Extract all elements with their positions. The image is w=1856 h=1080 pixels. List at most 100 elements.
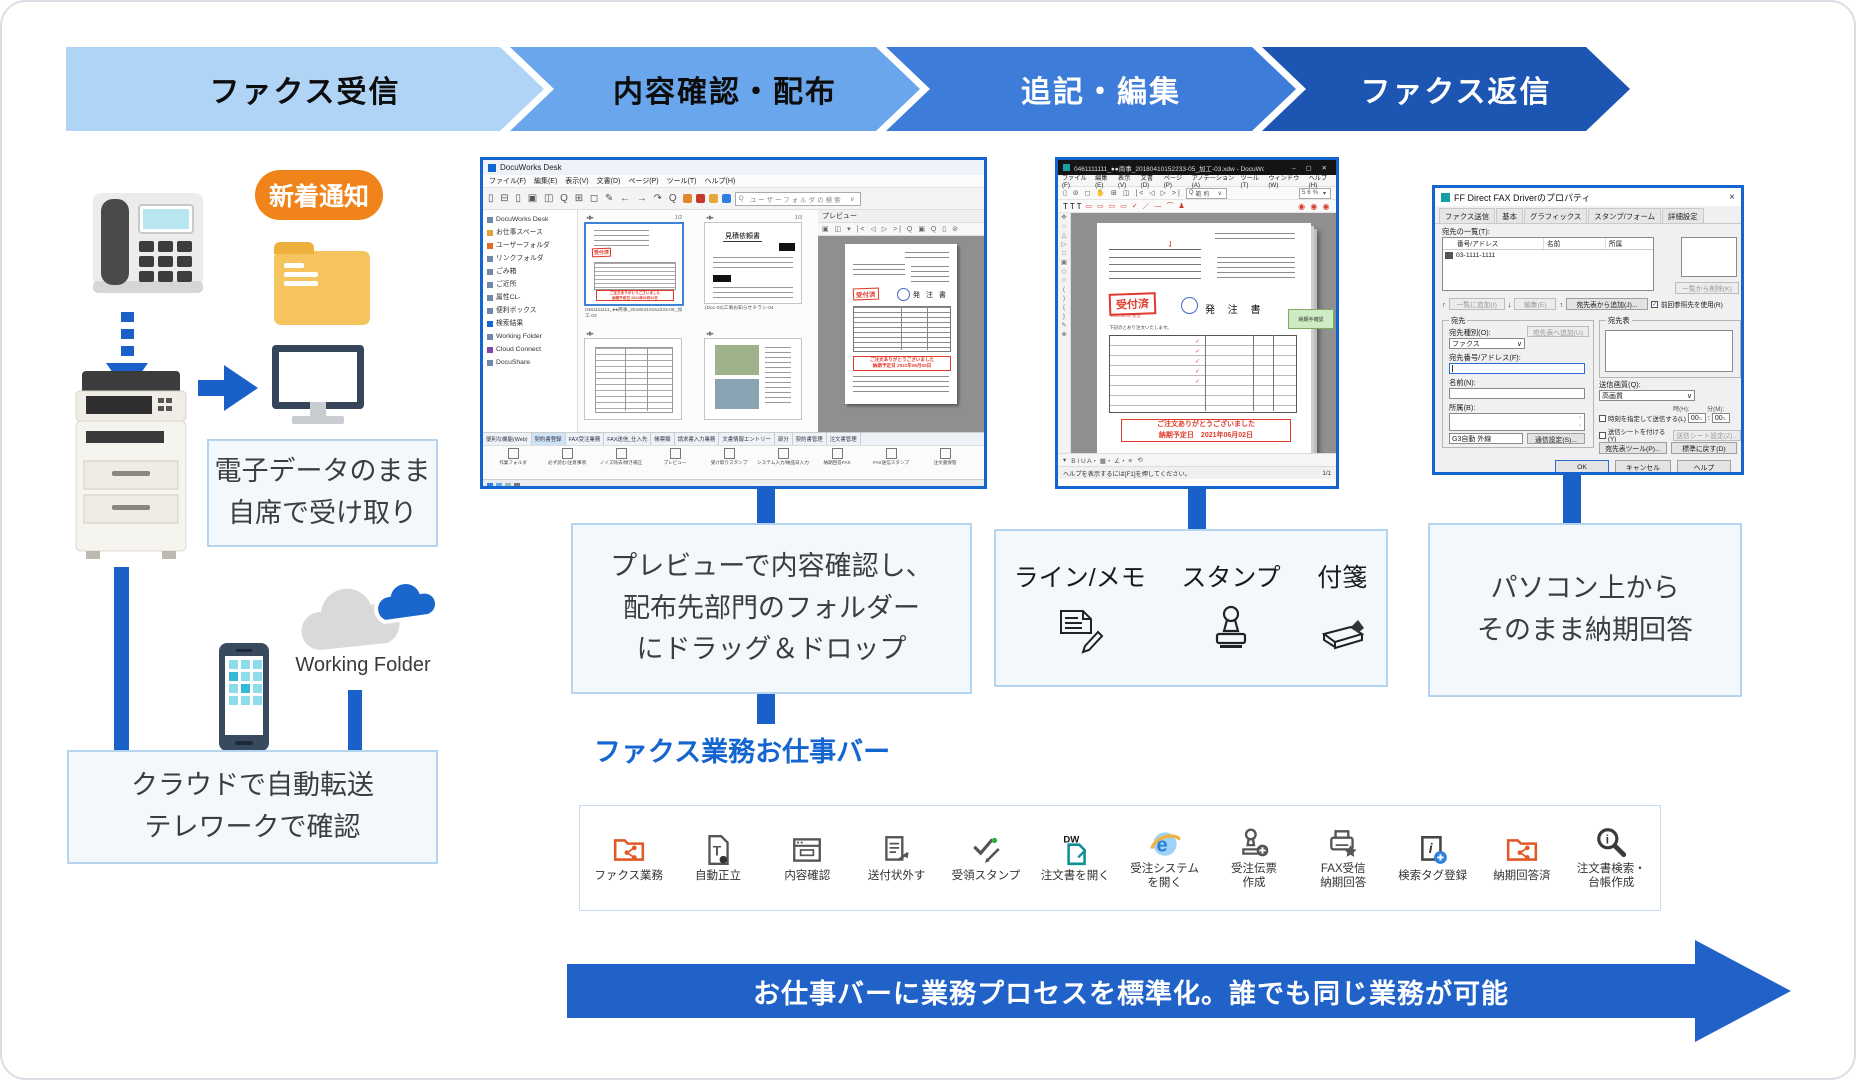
dest-number-input[interactable] [1449, 363, 1585, 374]
comm-settings-button[interactable]: 通信設定(S)... [1527, 433, 1585, 444]
desk-jobbar-tab[interactable]: 帳票類 [651, 433, 675, 445]
minute-spinner[interactable]: 00⇅ [1711, 413, 1730, 423]
desk-jobbar-tab[interactable]: FAX受注業務 [566, 433, 605, 445]
desk-jobbar-item[interactable]: プレビュー [649, 448, 701, 466]
viewer-title-bar[interactable]: 0461111111_●●商事_20180410152233-05_加工-03.… [1058, 160, 1336, 175]
close-icon[interactable]: × [1729, 191, 1735, 203]
desk-tree-item[interactable]: Cloud Connect [487, 343, 577, 356]
desk-jobbar-tab[interactable]: 文書情報エントリー [719, 433, 775, 445]
viewer-menu-item[interactable]: ページ(P) [1163, 174, 1183, 189]
edit-button[interactable]: 編集(E) [1514, 298, 1557, 310]
viewer-menu-item[interactable]: ヘルプ(H) [1308, 174, 1328, 189]
dest-list-table[interactable]: 番号/アドレス 名前 所属 03-1111-1111 [1442, 237, 1654, 291]
delete-from-list-button[interactable]: 一覧から削除(K) [1675, 282, 1739, 294]
quality-select[interactable]: 高画質∨ [1599, 390, 1695, 401]
viewer-menu-item[interactable]: 表示(V) [1117, 174, 1131, 189]
dialog-title-bar[interactable]: FF Direct FAX Driverのプロパティ × [1435, 188, 1741, 206]
desk-jobbar-tab[interactable]: 便利な機能(Web) [483, 433, 532, 445]
desk-tree-item[interactable]: 属性CL- [487, 291, 577, 304]
viewer-menu-item[interactable]: ウィンドウ(W) [1268, 174, 1300, 189]
green-sticky-note[interactable]: 納期手確認 [1288, 309, 1334, 329]
desk-jobbar-tab[interactable]: 請求書入力業務 [675, 433, 720, 445]
desk-jobbar-tab[interactable]: 注文書管理 [827, 433, 861, 445]
desk-menu-item[interactable]: 表示(V) [565, 178, 589, 185]
dialog-tab[interactable]: 基本 [1496, 208, 1523, 223]
dest-book-list[interactable] [1605, 330, 1733, 372]
viewer-menu-item[interactable]: 文書(D) [1140, 174, 1154, 189]
preview-toolbar[interactable]: ▣ ◫ ▾ |< ◁ ▷ >| Q ▣ Q ▯ ⊘ [818, 223, 984, 236]
col-org[interactable]: 所属 [1609, 241, 1623, 248]
desk-tool-yellow-icon[interactable] [708, 194, 718, 203]
viewer-format-bar[interactable]: ▾B I U A・ ▦・ ∠・ ≡⟲ [1058, 453, 1336, 466]
viewer-menu-item[interactable]: アノテーション(A) [1191, 174, 1235, 189]
jobbar-item-order-system[interactable]: e 受注システム を開く [1120, 826, 1209, 891]
desk-jobbar-item[interactable]: システム入力/納品日入力 [757, 448, 809, 466]
desk-jobbar-item[interactable]: FAX送信スタンプ [865, 448, 917, 466]
desk-tree-item[interactable]: ごみ箱 [487, 265, 577, 278]
desk-jobbar-item[interactable]: 必ず読む!注意事項 [541, 448, 593, 466]
dialog-tab[interactable]: スタンプ/フォーム [1588, 208, 1662, 223]
desk-menu-item[interactable]: ファイル(F) [489, 178, 526, 185]
desk-jobbar-tab[interactable]: 部分 [775, 433, 793, 445]
jobbar-item-search-tag[interactable]: i 検索タグ登録 [1388, 833, 1477, 884]
add-to-book-button[interactable]: 宛先表へ追加(U) [1527, 326, 1589, 337]
desk-jobbar-tab[interactable]: 契約書管理 [793, 433, 827, 445]
jobbar-item-order-search[interactable]: i 注文書検索・ 台帳作成 [1567, 826, 1656, 891]
dialog-tab[interactable]: ファクス送信 [1439, 208, 1496, 223]
desk-tree-item[interactable]: ユーザーフォルダ [487, 239, 577, 252]
thumb-nav-icon[interactable]: ◂▮▸ [586, 330, 594, 337]
desk-tool-blue-icon[interactable] [721, 194, 731, 203]
desk-menu-item[interactable]: 文書(D) [596, 178, 621, 185]
desk-tree-item[interactable]: Working Folder [487, 330, 577, 343]
prev-dest-checkbox[interactable]: ✓ [1650, 300, 1658, 308]
thumb-nav-icon[interactable]: ◂▮▸ [706, 215, 714, 221]
add-to-list-button[interactable]: 一覧に追加(I) [1448, 298, 1505, 310]
viewer-menu-item[interactable]: 編集(E) [1095, 174, 1108, 189]
jobbar-item-fax-work[interactable]: ファクス業務 [584, 833, 673, 884]
document-thumbnail-selected[interactable]: 受付済 ご注文ありがとうございました納期予定日 2021年06月02日 [584, 222, 684, 306]
thumb-nav-icon[interactable]: ◂▮▸ [706, 330, 714, 337]
desk-menu-item[interactable]: ページ(P) [628, 178, 659, 185]
book-tool-button[interactable]: 宛先表ツール(P)... [1599, 442, 1667, 454]
desk-tree-item[interactable]: DocuWorks Desk [487, 213, 577, 226]
dest-type-select[interactable]: ファクス∨ [1449, 338, 1525, 349]
col-name[interactable]: 名前 [1544, 238, 1606, 249]
desk-menu-item[interactable]: 編集(E) [533, 178, 558, 185]
desk-tool-orange-icon[interactable] [682, 194, 692, 203]
desk-jobbar-item[interactable]: 注文書保管 [919, 448, 971, 466]
desk-jobbar-tab[interactable]: FAX送信_仕入先 [604, 433, 652, 445]
desk-jobbar-item[interactable]: 作業フォルダ [487, 448, 539, 466]
desk-jobbar-item[interactable]: 受け取りスタンプ [703, 448, 755, 466]
name-input[interactable] [1449, 388, 1585, 399]
document-thumbnail[interactable] [584, 337, 682, 420]
reset-button[interactable]: 標準に戻す(D) [1671, 442, 1737, 454]
document-thumbnail[interactable]: 見積依頼書 [704, 222, 802, 304]
line-type-input[interactable]: G3自動 外線 [1449, 433, 1523, 444]
jobbar-item-content-check[interactable]: 内容確認 [763, 833, 852, 884]
thumb-nav-icon[interactable]: ◂▮▸ [586, 215, 594, 221]
jobbar-item-order-slip[interactable]: 受注伝票 作成 [1209, 826, 1298, 891]
org-textarea[interactable]: ⌃⌄ [1449, 413, 1585, 431]
window-controls[interactable]: – ▢ ✕ [1292, 164, 1331, 172]
dialog-tab[interactable]: 詳細設定 [1662, 208, 1704, 223]
desk-tree-item[interactable]: ご近所 [487, 278, 577, 291]
schedule-checkbox[interactable] [1599, 414, 1606, 422]
ok-button[interactable]: OK [1555, 460, 1609, 472]
desk-jobbar-item[interactable]: ノイズ除去/傾き補正 [595, 448, 647, 466]
viewer-zoom-select[interactable]: 56%▾ [1298, 187, 1331, 199]
sheet-settings-button[interactable]: 送信シート設定(Z)... [1673, 429, 1741, 441]
jobbar-item-fax-reply[interactable]: FAX受信 納期回答 [1299, 826, 1388, 891]
sheet-checkbox[interactable] [1599, 431, 1606, 439]
cancel-button[interactable]: キャンセル [1615, 460, 1671, 472]
help-button[interactable]: ヘルプ [1677, 460, 1731, 472]
jobbar-item-receipt-stamp[interactable]: 受領スタンプ [941, 833, 1030, 884]
viewer-menu-item[interactable]: ファイル(F) [1062, 174, 1087, 189]
add-from-book-button[interactable]: 宛先表から追加(J)... [1565, 298, 1648, 310]
viewer-annotation-sidebar[interactable]: ✥○△▷□▣◇☆(){}✎❀ [1058, 213, 1071, 453]
desk-tree-item[interactable]: DocuShare [487, 356, 577, 369]
desk-title-bar[interactable]: DocuWorks Desk [483, 160, 984, 175]
col-number[interactable]: 番号/アドレス [1443, 238, 1544, 249]
desk-tree-item[interactable]: お仕事スペース [487, 226, 577, 239]
